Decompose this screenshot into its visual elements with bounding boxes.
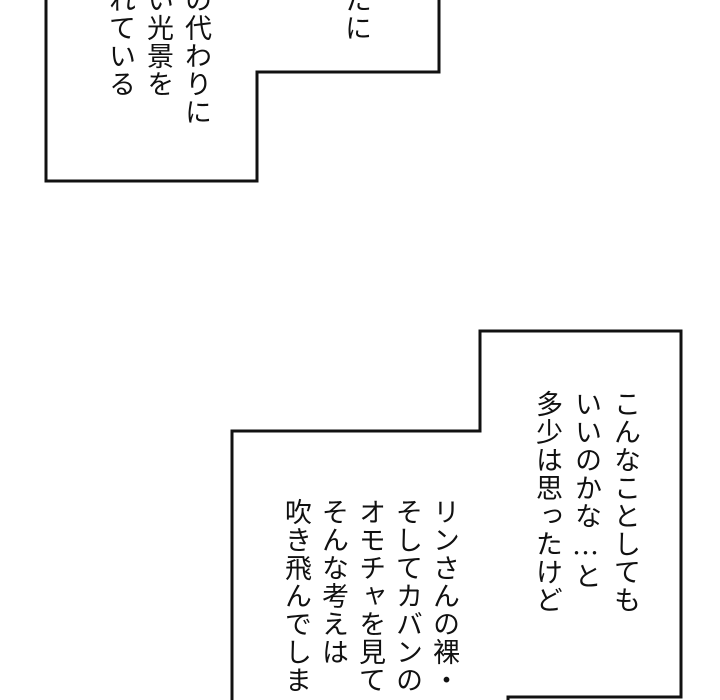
caption-bottom-upper-col-3: 多少は思ったけど: [531, 390, 562, 614]
caption-box-bottom-outline: [230, 329, 683, 700]
caption-bottom-upper-col-2: いいのかな…と: [570, 390, 601, 590]
caption-box-top-outline: [44, 0, 441, 183]
caption-bottom-lower-col-1: リンさんの裸・: [428, 498, 459, 694]
caption-bottom-lower-col-2: そしてカバンの: [391, 498, 422, 694]
caption-bottom-upper-col-1: こんなことしても: [609, 390, 640, 614]
caption-bottom-lower-col-5: 吹き飛んでしま: [280, 498, 311, 694]
caption-top-col-1: たに: [340, 0, 371, 42]
caption-bottom-lower-col-4: そんな考えは: [317, 498, 348, 666]
caption-top-col-4: れている: [104, 0, 135, 98]
caption-bottom-lower-col-3: オモチャを見て: [354, 498, 385, 694]
caption-top-col-3: い光景を: [142, 0, 173, 98]
caption-top-col-2: の代わりに: [180, 0, 211, 126]
